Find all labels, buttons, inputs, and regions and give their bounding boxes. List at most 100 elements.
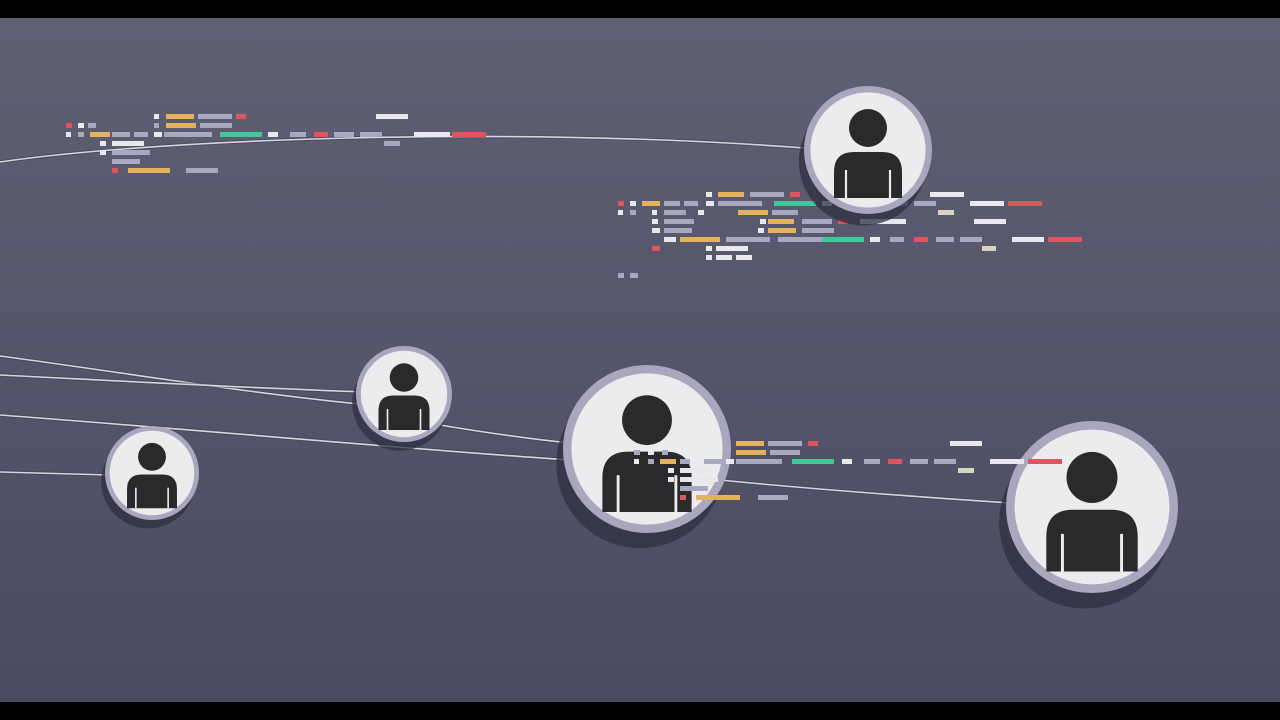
user-node-small-left[interactable] <box>352 346 452 451</box>
letterbox-top <box>0 0 1280 18</box>
code-token <box>652 219 658 224</box>
code-token <box>112 141 144 146</box>
code-token <box>648 459 654 464</box>
code-token <box>970 201 1004 206</box>
code-token <box>78 132 84 137</box>
code-token <box>770 450 800 455</box>
code-token <box>664 201 680 206</box>
code-fragments-front <box>634 441 1062 500</box>
code-token <box>990 459 1024 464</box>
code-token <box>452 132 486 137</box>
code-token <box>376 114 408 119</box>
code-token <box>154 132 162 137</box>
code-token <box>154 114 159 119</box>
code-token <box>802 228 834 233</box>
code-token <box>914 201 936 206</box>
code-token <box>870 237 880 242</box>
code-token <box>164 132 212 137</box>
code-token <box>88 123 96 128</box>
code-token <box>642 201 660 206</box>
code-token <box>934 459 956 464</box>
code-token <box>808 441 818 446</box>
code-token <box>112 159 140 164</box>
code-token <box>888 459 902 464</box>
code-token <box>630 201 636 206</box>
code-token <box>718 192 744 197</box>
person-icon <box>1046 451 1138 572</box>
person-icon <box>602 395 692 512</box>
code-token <box>706 246 712 251</box>
code-token <box>664 237 676 242</box>
code-token <box>100 141 106 146</box>
code-token <box>890 237 904 242</box>
code-token <box>630 273 638 278</box>
code-token <box>680 477 718 482</box>
code-token <box>930 192 964 197</box>
person-icon <box>834 109 902 198</box>
code-token <box>778 237 828 242</box>
code-token <box>268 132 278 137</box>
code-token <box>698 210 704 215</box>
connection-line <box>719 479 1011 504</box>
code-token <box>726 459 734 464</box>
code-token <box>696 495 740 500</box>
code-token <box>706 201 714 206</box>
code-token <box>618 210 623 215</box>
code-token <box>726 237 770 242</box>
code-token <box>634 450 640 455</box>
code-token <box>660 459 676 464</box>
code-token <box>768 228 796 233</box>
code-token <box>792 459 834 464</box>
code-token <box>958 468 974 473</box>
code-token <box>634 459 639 464</box>
code-token <box>864 459 880 464</box>
person-icon <box>127 442 177 509</box>
code-token <box>652 246 660 251</box>
code-token <box>112 150 150 155</box>
code-token <box>790 192 800 197</box>
code-token <box>1012 237 1044 242</box>
code-token <box>66 132 71 137</box>
code-token <box>768 219 794 224</box>
connection-line <box>0 414 571 461</box>
code-token <box>236 114 246 119</box>
code-token <box>1028 459 1062 464</box>
user-node-middle-left[interactable] <box>101 426 199 529</box>
code-token <box>680 495 686 500</box>
code-token <box>66 123 72 128</box>
code-token <box>166 123 196 128</box>
user-node-top-right[interactable] <box>798 86 932 226</box>
code-token <box>1008 201 1042 206</box>
code-token <box>112 168 118 173</box>
code-token <box>618 273 624 278</box>
code-token <box>822 237 864 242</box>
code-token <box>716 255 732 260</box>
code-token <box>680 237 720 242</box>
code-token <box>664 219 694 224</box>
code-token <box>736 441 764 446</box>
code-token <box>718 201 762 206</box>
code-token <box>960 237 982 242</box>
code-token <box>220 132 262 137</box>
code-fragments <box>66 114 1082 278</box>
code-token <box>186 168 218 173</box>
code-token <box>154 123 159 128</box>
code-token <box>758 228 764 233</box>
code-token <box>684 201 698 206</box>
letterbox-bottom <box>0 702 1280 720</box>
code-token <box>652 228 660 233</box>
code-token <box>134 132 148 137</box>
code-token <box>936 237 954 242</box>
code-token <box>758 495 788 500</box>
code-token <box>652 210 657 215</box>
person-icon <box>378 363 430 430</box>
code-token <box>90 132 110 137</box>
code-token <box>974 219 1006 224</box>
code-token <box>166 114 194 119</box>
code-token <box>334 132 354 137</box>
code-token <box>736 459 782 464</box>
code-token <box>630 210 636 215</box>
code-token <box>950 441 982 446</box>
code-token <box>738 210 768 215</box>
connection-line <box>0 374 366 393</box>
